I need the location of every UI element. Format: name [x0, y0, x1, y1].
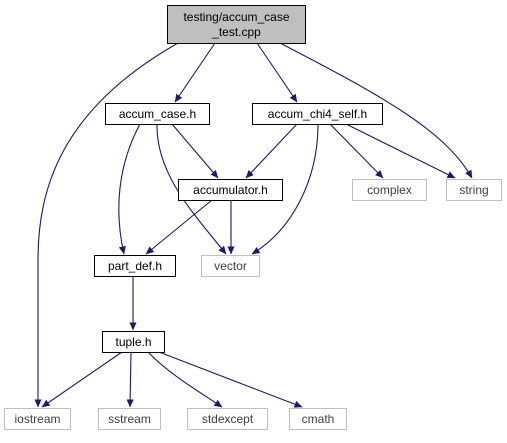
- edge-root-to-accum-chi4-self-h: [256, 42, 298, 103]
- node-label-root-line-2: _test.cpp: [211, 25, 261, 39]
- edge-accum-case-h-to-part-def-h: [118, 123, 141, 255]
- node-box-iostream: [4, 408, 71, 430]
- node-label-accum-case-h: accum_case.h: [119, 107, 196, 121]
- node-box-part-def-h: [94, 255, 176, 277]
- node-label-iostream: iostream: [14, 412, 60, 426]
- node-part-def-h[interactable]: part_def.h: [94, 255, 176, 277]
- node-vector: vector: [201, 255, 260, 277]
- node-box-string: [446, 179, 502, 201]
- node-label-complex: complex: [367, 183, 412, 197]
- edge-tuple-h-to-stdexcept: [147, 351, 223, 408]
- node-cmath: cmath: [289, 408, 347, 430]
- edge-accumulator-h-to-part-def-h: [145, 199, 213, 255]
- node-tuple-h[interactable]: tuple.h: [102, 331, 165, 353]
- edge-accum-chi4-self-h-to-vector: [251, 123, 319, 255]
- edge-root-to-string: [279, 42, 473, 179]
- node-accum-case-h[interactable]: accum_case.h: [105, 103, 210, 125]
- node-label-accumulator-h: accumulator.h: [193, 183, 268, 197]
- node-stdexcept: stdexcept: [187, 408, 268, 430]
- node-label-vector: vector: [214, 259, 247, 273]
- node-label-stdexcept: stdexcept: [202, 412, 254, 426]
- edge-root-to-iostream: [34, 42, 179, 408]
- node-box-accum-case-h: [105, 103, 210, 125]
- node-box-stdexcept: [187, 408, 268, 430]
- node-box-accum-chi4-self-h: [252, 103, 383, 125]
- edge-accum-chi4-self-h-to-complex: [329, 123, 384, 179]
- node-box-vector: [201, 255, 260, 277]
- edge-root-to-accum-case-h: [174, 42, 216, 103]
- node-label-root-line-1: testing/accum_case: [183, 10, 289, 24]
- edge-tuple-h-to-iostream: [41, 351, 123, 408]
- node-complex: complex: [352, 179, 427, 201]
- edge-tuple-h-to-sstream: [126, 351, 134, 408]
- node-box-complex: [352, 179, 427, 201]
- node-label-sstream: sstream: [108, 412, 151, 426]
- edge-accum-chi4-self-h-to-accumulator-h: [245, 123, 298, 179]
- edges-layer: [34, 42, 473, 408]
- node-accum-chi4-self-h[interactable]: accum_chi4_self.h: [252, 103, 383, 125]
- node-label-tuple-h: tuple.h: [115, 335, 151, 349]
- node-box-tuple-h: [102, 331, 165, 353]
- node-accumulator-h[interactable]: accumulator.h: [178, 179, 283, 201]
- node-label-accum-chi4-self-h: accum_chi4_self.h: [268, 107, 367, 121]
- node-label-part-def-h: part_def.h: [108, 259, 162, 273]
- node-sstream: sstream: [98, 408, 161, 430]
- node-box-root: [167, 5, 306, 44]
- node-root[interactable]: testing/accum_case_test.cpp: [167, 5, 306, 44]
- edge-accum-chi4-self-h-to-string: [345, 123, 456, 179]
- edge-tuple-h-to-cmath: [158, 351, 303, 408]
- edge-accum-case-h-to-accumulator-h: [171, 123, 219, 179]
- node-box-accumulator-h: [178, 179, 283, 201]
- node-box-cmath: [289, 408, 347, 430]
- node-label-string: string: [459, 183, 488, 197]
- node-box-sstream: [98, 408, 161, 430]
- node-label-cmath: cmath: [302, 412, 335, 426]
- node-string: string: [446, 179, 502, 201]
- node-iostream: iostream: [4, 408, 71, 430]
